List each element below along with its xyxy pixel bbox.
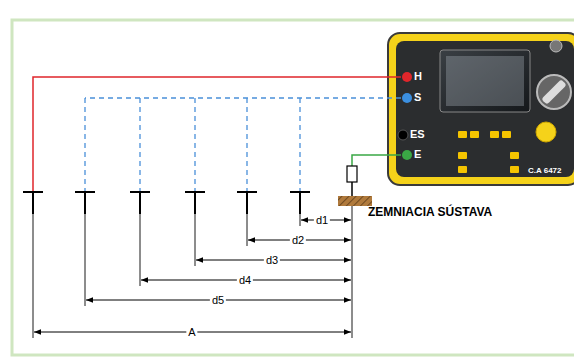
es-terminal [398, 130, 408, 140]
e-terminal [402, 150, 412, 160]
model-name: C.A 6472 [528, 167, 562, 175]
dimension-label: d4 [237, 275, 253, 286]
tester-device: HS ES E C.A 6472 [388, 33, 574, 185]
dimension-label: d3 [264, 255, 280, 266]
dimension-label: d2 [290, 235, 306, 246]
tester-device [388, 33, 574, 185]
h-wire [33, 77, 401, 192]
dimension-label: A [186, 327, 197, 338]
h-terminal [402, 72, 412, 82]
e-wire [352, 155, 401, 166]
resistor-symbol [347, 166, 357, 182]
terminal-label: H [414, 71, 422, 82]
s-terminal [402, 93, 412, 103]
part-label: ZEMNIACIA SÚSTAVA [368, 206, 492, 218]
stakes [23, 192, 310, 214]
dimension-label: d5 [210, 295, 226, 306]
frame [12, 20, 574, 355]
dimension-lines [34, 220, 351, 332]
dimension-label: d1 [314, 215, 330, 226]
terminal-label: S [414, 92, 421, 103]
electrode [351, 182, 353, 196]
extension-lines [33, 206, 352, 338]
ground-hatch [338, 196, 372, 206]
terminal-label: ES [410, 129, 425, 140]
terminal-label: E [414, 149, 421, 160]
s-wire [85, 98, 401, 192]
